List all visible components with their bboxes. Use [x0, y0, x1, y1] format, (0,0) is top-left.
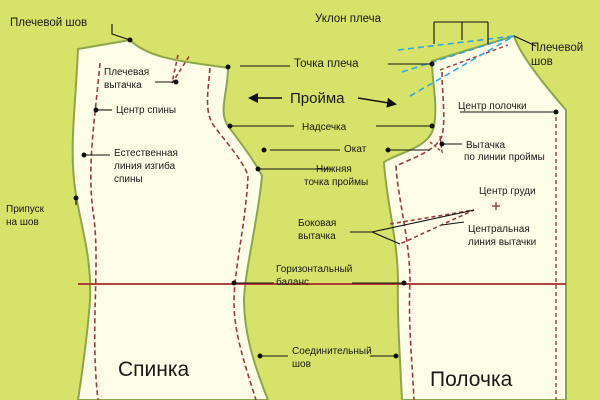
label-horizontal-balance-line1: Горизонтальный: [276, 264, 352, 275]
label-dart-center-line1: Центральная: [468, 224, 530, 235]
front-armhole-dashed-line: [395, 71, 445, 400]
armhole-dart-dashed: [429, 135, 443, 154]
pattern-points: [73, 37, 559, 359]
label-back-center: Центр спины: [116, 105, 176, 116]
label-bust-center: Центр груди: [479, 186, 536, 197]
label-dart-center-line2: линия вытачки: [468, 237, 536, 248]
label-side-dart-line1: Боковая: [298, 218, 336, 229]
label-joining-seam-line2: шов: [292, 359, 311, 370]
label-natural-curve-line2: линия изгиба: [114, 160, 176, 172]
armhole-right-arrow: [357, 97, 397, 108]
back-seam-dashed-line: [90, 62, 101, 400]
front-shoulder-dashed-line: [439, 44, 509, 71]
label-shoulder-dart-line2: вытачка: [104, 80, 142, 91]
label-notch: Надсечка: [302, 122, 347, 133]
back-shoulder-dart-dashed: [171, 54, 191, 84]
label-shoulder-point: Точка плеча: [294, 58, 359, 70]
back-armhole-dashed-line: [206, 67, 257, 400]
label-cap: Окат: [344, 144, 367, 155]
shoulder-slope-line-3: [409, 35, 515, 97]
label-shoulder-seam-right-line1: Плечевой: [531, 42, 583, 54]
label-armhole-dart-line1: Вытачка: [466, 140, 505, 151]
label-joining-seam-line1: Соединительный: [292, 346, 372, 357]
label-back: Спинка: [118, 358, 190, 381]
back-piece-shape: [71, 38, 270, 400]
label-shoulder-slope: Уклон плеча: [315, 13, 382, 25]
label-seam-allowance-line2: на шов: [6, 217, 39, 228]
label-armhole-low-line2: точка проймы: [304, 177, 368, 188]
label-front: Полочка: [430, 368, 513, 391]
bust-point-cross: [492, 202, 500, 210]
pointer-lines: [75, 21, 556, 357]
label-shoulder-dart-line1: Плечевая: [104, 67, 149, 78]
label-armhole-dart-line2: по линии проймы: [464, 152, 545, 163]
label-front-center: Центр полочки: [458, 101, 527, 112]
label-armhole: Пройма: [290, 90, 345, 107]
label-shoulder-seam-right-line2: шов: [531, 56, 553, 68]
label-side-dart-line2: вытачка: [298, 231, 336, 242]
label-natural-curve-line1: Естественная: [114, 148, 178, 159]
label-natural-curve-line3: спины: [114, 174, 143, 185]
label-armhole-low-line1: Нижняя: [316, 164, 352, 175]
label-seam-allowance-line1: Припуск: [6, 204, 45, 215]
label-shoulder-seam-left: Плечевой шов: [10, 17, 87, 29]
label-horizontal-balance-line2: баланс: [276, 276, 309, 288]
